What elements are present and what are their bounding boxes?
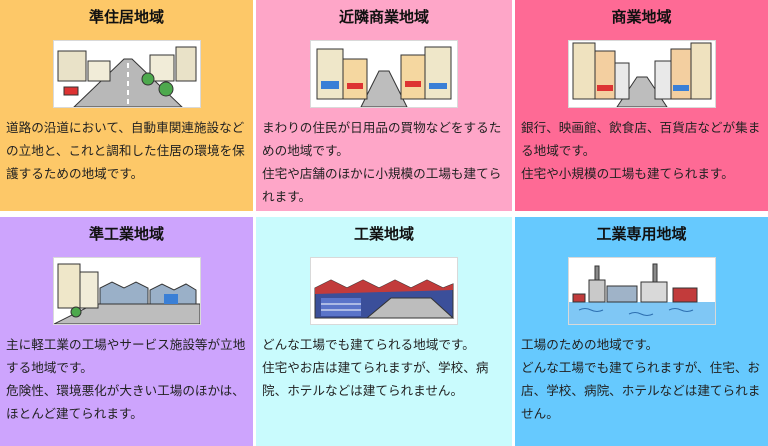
neighborhood-shops-icon bbox=[310, 40, 458, 108]
zone-description: 工場のための地域です。 どんな工場でも建てられますが、住宅、お店、学校、病院、ホ… bbox=[521, 337, 761, 421]
zone-card-commercial: 商業地域 銀行、映画館、飲食店、百貨店などが集まる地域です。 住宅や小規模の工場… bbox=[515, 0, 768, 211]
roadside-street-icon bbox=[52, 40, 201, 108]
zone-description: まわりの住民が日用品の買物などをするための地域です。 住宅や店舗のほかに小規模の… bbox=[262, 120, 502, 204]
commercial-buildings-icon bbox=[567, 40, 716, 108]
zone-title: 工業地域 bbox=[353, 225, 414, 243]
zone-description: 道路の沿道において、自動車関連施設などの立地と、これと調和した住居の環境を保護す… bbox=[6, 120, 245, 181]
zone-title: 準工業地域 bbox=[88, 225, 164, 243]
zone-card-quasi-residential: 準住居地域 道路の沿道において、自動車関連施設などの立地と、これと調和した住居の… bbox=[0, 0, 253, 211]
light-industry-icon bbox=[52, 257, 201, 325]
zone-card-exclusive-industrial: 工業専用地域 工場のための地域です。 どんな工場でも建てられますが、住宅、お店、… bbox=[515, 217, 768, 446]
zone-description: 銀行、映画館、飲食店、百貨店などが集まる地域です。 住宅や小規模の工場も建てられ… bbox=[521, 120, 761, 181]
zone-title: 近隣商業地域 bbox=[338, 8, 429, 26]
zone-card-quasi-industrial: 準工業地域 主に軽工業の工場やサービス施設等が立地する地域です。 危険性、環境悪… bbox=[0, 217, 253, 446]
zone-description: 主に軽工業の工場やサービス施設等が立地する地域です。 危険性、環境悪化が大きい工… bbox=[6, 337, 246, 421]
zone-description: どんな工場でも建てられる地域です。 住宅やお店は建てられますが、学校、病院、ホテ… bbox=[262, 337, 489, 398]
factory-icon bbox=[310, 257, 458, 325]
zone-title: 商業地域 bbox=[611, 8, 672, 26]
zone-card-industrial: 工業地域 どんな工場でも建てられる地域です。 住宅やお店は建てられますが、学校、… bbox=[256, 217, 512, 446]
zone-title: 工業専用地域 bbox=[596, 225, 687, 243]
industrial-port-icon bbox=[567, 257, 716, 325]
zone-title: 準住居地域 bbox=[88, 8, 164, 26]
zone-card-neighborhood-commercial: 近隣商業地域 まわりの住民が日用品の買物などをするための地域です。 住宅や店舗の… bbox=[256, 0, 512, 211]
